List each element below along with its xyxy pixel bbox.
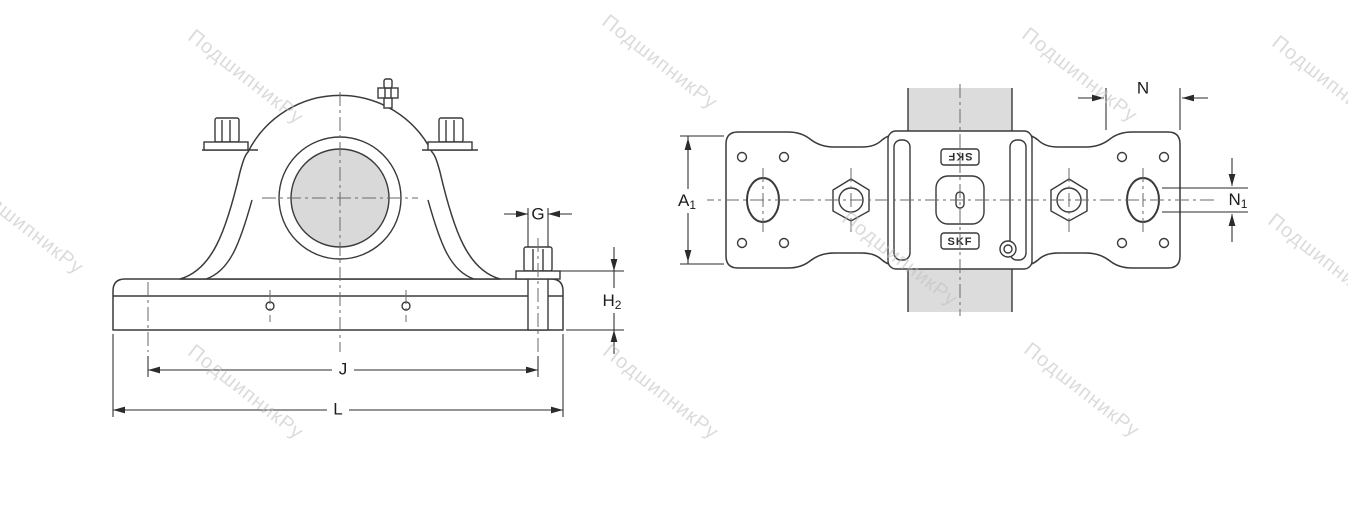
- dim-l: L: [112, 334, 564, 422]
- watermark-text: ПодшипникРу: [184, 25, 308, 129]
- watermark-text: ПодшипникРу: [598, 10, 722, 114]
- grease-nipple-plan: [999, 240, 1017, 258]
- dim-h2: H2: [560, 247, 633, 354]
- pad-holes: [736, 151, 1170, 249]
- grease-fitting-front: [377, 78, 399, 109]
- watermark-text: ПодшипникРу: [1268, 31, 1348, 135]
- dim-label-g: G: [531, 205, 544, 224]
- inner-wall-left: [205, 199, 253, 280]
- watermark-text: ПодшипникРу: [1018, 23, 1142, 127]
- dim-g: G: [504, 205, 572, 247]
- front-view-drawing: G H2 J L: [112, 78, 633, 422]
- dim-label-h2: H2: [603, 291, 622, 313]
- cap-bolt-left: [203, 117, 249, 151]
- watermark-text: ПодшипникРу: [1264, 209, 1348, 313]
- housing-base: [112, 278, 564, 331]
- watermark-text: ПодшипникРу: [0, 175, 88, 279]
- watermark-text: ПодшипникРу: [184, 340, 308, 444]
- watermark-text: ПодшипникРу: [599, 340, 723, 444]
- skf-logo-top: SKF: [940, 148, 980, 166]
- dim-j: J: [147, 356, 539, 382]
- watermark-text: ПодшипникРу: [1020, 338, 1144, 442]
- dim-label-l: L: [333, 400, 342, 419]
- inner-wall-right: [427, 199, 475, 280]
- dim-label-n1: N1: [1229, 190, 1248, 212]
- plan-view-drawing: SKF SKF: [669, 79, 1256, 316]
- shaft-edges: [907, 88, 1013, 312]
- dim-a1: A1: [669, 135, 724, 265]
- dim-label-a1: A1: [678, 191, 696, 213]
- svg-text:SKF: SKF: [948, 150, 973, 162]
- dim-label-n: N: [1137, 79, 1149, 98]
- dim-n: N: [1078, 79, 1208, 130]
- dim-label-j: J: [339, 360, 348, 379]
- cap-bolt-right: [427, 117, 473, 151]
- dim-n1: N1: [1162, 158, 1256, 242]
